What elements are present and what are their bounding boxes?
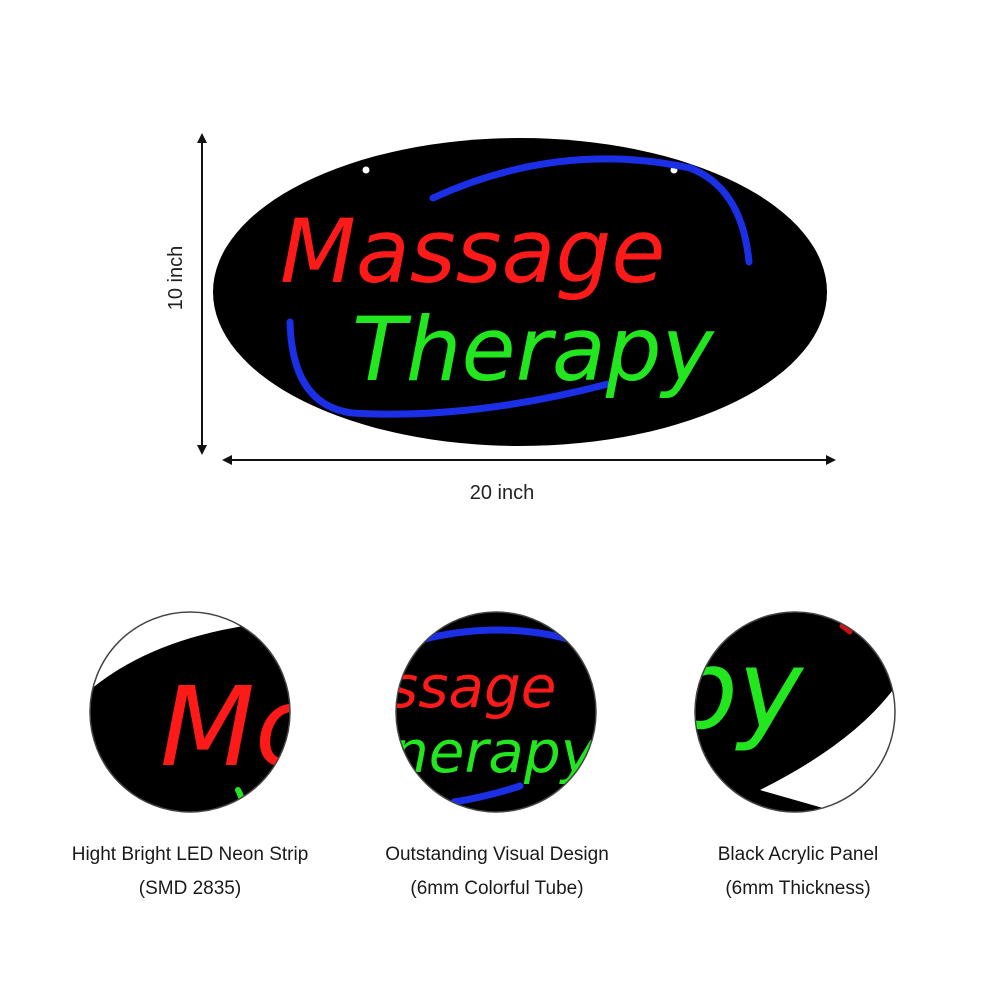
caption-subtitle: (6mm Colorful Tube): [410, 878, 584, 899]
height-dimension: 10 inch: [165, 133, 207, 455]
caption-title: Black Acrylic Panel: [717, 844, 879, 865]
crop-text-py: py: [667, 626, 805, 754]
green-tube-fragment: [235, 787, 245, 812]
crop-text-nerapy: nerapy: [392, 718, 596, 786]
width-dimension: 20 inch: [222, 455, 836, 504]
blue-arc-crop-top: [416, 626, 576, 644]
sign-text-massage: Massage: [280, 200, 665, 303]
caption-subtitle: (6mm Thickness): [725, 878, 871, 899]
detail-circle-visual-design: ssage nerapy: [388, 611, 597, 813]
sign-text-therapy: Therapy: [352, 298, 716, 401]
crop-text-ssage: ssage: [388, 653, 556, 721]
crop-text-mo: Mo: [160, 663, 322, 791]
caption-acrylic-panel: Black Acrylic Panel (6mm Thickness): [638, 838, 958, 906]
sign-panel: [213, 138, 827, 446]
red-tube-fragment: [839, 623, 853, 635]
blue-arc-crop-bottom: [450, 782, 524, 806]
mounting-hole-left: [362, 166, 370, 174]
height-label: 10 inch: [165, 246, 187, 311]
neon-sign: Massage Therapy: [213, 138, 827, 446]
detail-circle-led-strip: Mo: [89, 611, 322, 813]
detail-circle-acrylic-panel: py: [667, 611, 896, 813]
caption-subtitle: (SMD 2835): [138, 878, 242, 899]
blue-arc-bottom: [286, 318, 612, 418]
caption-led-strip: Hight Bright LED Neon Strip (SMD 2835): [30, 838, 350, 906]
caption-visual-design: Outstanding Visual Design (6mm Colorful …: [337, 838, 657, 906]
caption-title: Outstanding Visual Design: [385, 844, 609, 865]
panel-edge-1: [90, 620, 290, 812]
caption-title: Hight Bright LED Neon Strip: [71, 844, 309, 865]
width-label: 20 inch: [470, 482, 535, 504]
blue-arc-top: [429, 155, 753, 266]
